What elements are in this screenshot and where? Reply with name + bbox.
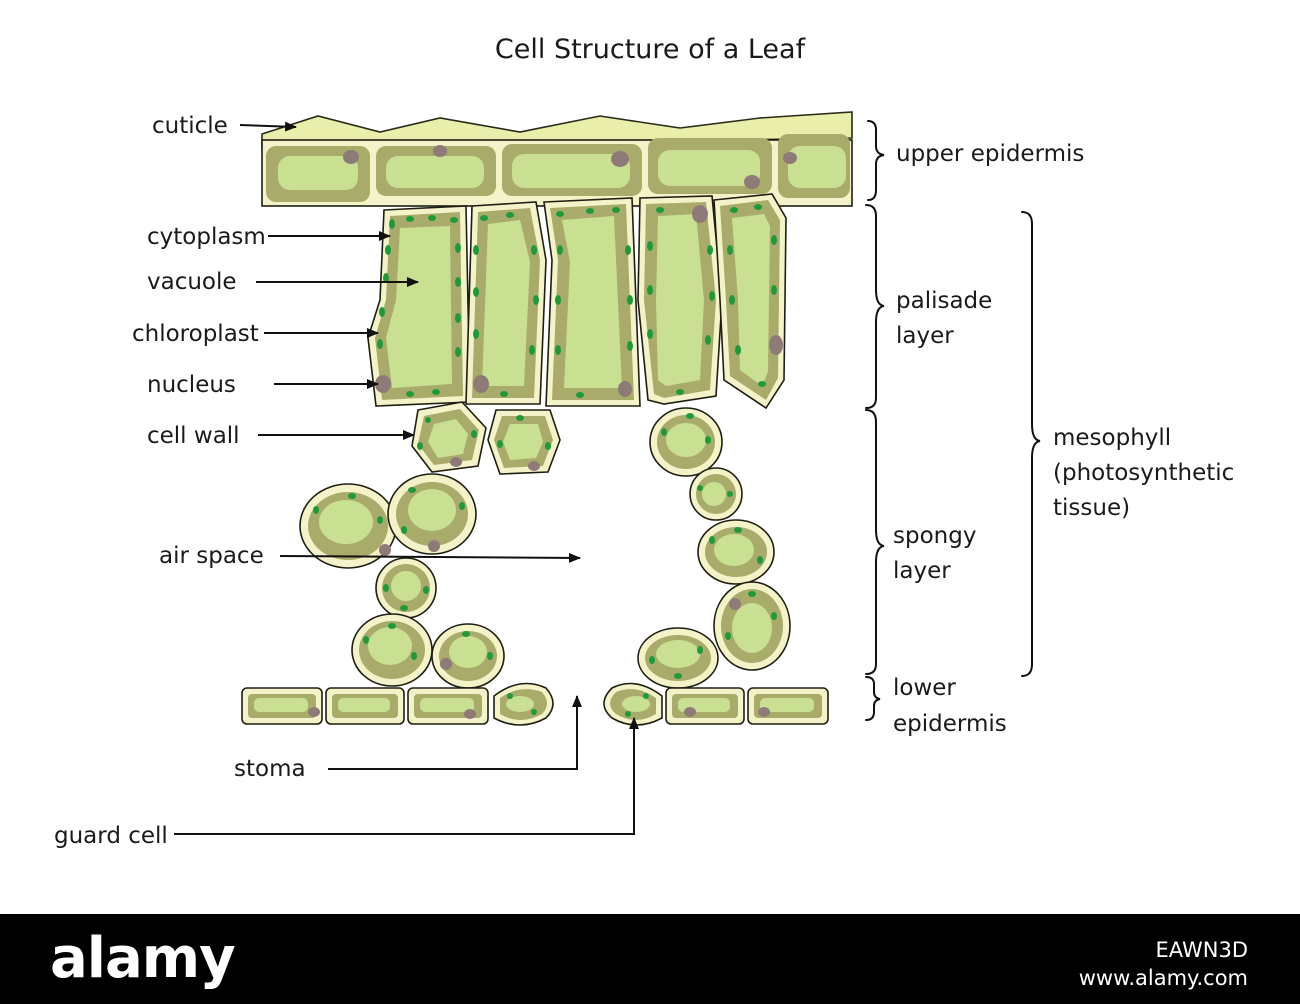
palisade-chloroplasts (377, 204, 777, 398)
guard-cell-left (493, 682, 554, 726)
label-nucleus: nucleus (147, 372, 379, 398)
guard-cell-right (603, 682, 663, 726)
cuticle-arrow (239, 121, 297, 132)
brace-lower-epidermis (865, 676, 881, 721)
upper-epidermis-cells (266, 134, 850, 202)
mesophyll-label-line3: tissue) (1053, 495, 1130, 521)
vacuole-label: vacuole (147, 269, 237, 295)
brace-mesophyll (1021, 211, 1041, 677)
stoma-label: stoma (234, 756, 306, 782)
label-air-space: air space (159, 543, 581, 569)
cuticle-label: cuticle (152, 113, 228, 139)
mesophyll-label-line2: (photosynthetic (1053, 460, 1234, 486)
spongy-chloroplasts (313, 413, 777, 679)
label-cell-wall: cell wall (147, 423, 415, 449)
diagram-title: Cell Structure of a Leaf (495, 34, 807, 65)
brace-upper-epidermis (867, 120, 885, 201)
spongy-label-line2: layer (893, 558, 951, 584)
cytoplasm-label: cytoplasm (147, 224, 266, 250)
lower-epidermis (241, 682, 829, 726)
watermark-footer: alamy EAWN3D www.alamy.com (0, 914, 1300, 1004)
label-cytoplasm: cytoplasm (147, 224, 391, 250)
palisade-label-line2: layer (896, 323, 954, 349)
air-space-label: air space (159, 543, 264, 569)
guard-cell-label: guard cell (54, 823, 168, 849)
spongy-cells (299, 401, 791, 689)
spongy-label-line1: spongy (893, 523, 976, 549)
mesophyll-label-line1: mesophyll (1053, 425, 1171, 451)
label-cuticle: cuticle (152, 113, 297, 139)
air-space-arrow (279, 552, 581, 563)
upper-epidermis (261, 111, 853, 207)
label-vacuole: vacuole (147, 269, 419, 295)
site-url: www.alamy.com (1078, 966, 1248, 990)
alamy-logo: alamy (50, 926, 236, 991)
brace-spongy-layer (865, 409, 885, 675)
cell-wall-label: cell wall (147, 423, 240, 449)
label-stoma: stoma (234, 695, 582, 782)
lower-epidermis-label-line1: lower (893, 675, 956, 701)
label-guard-cell: guard cell (54, 717, 639, 849)
label-chloroplast: chloroplast (132, 321, 379, 347)
chloroplast-label: chloroplast (132, 321, 259, 347)
nucleus-label: nucleus (147, 372, 236, 398)
brace-palisade-layer (865, 204, 885, 409)
image-id: EAWN3D (1155, 938, 1249, 962)
palisade-label-line1: palisade (896, 288, 992, 314)
palisade-cells (367, 193, 787, 410)
lower-epidermis-label-line2: epidermis (893, 711, 1007, 737)
guard-cell-arrow (174, 717, 639, 835)
leaf-cell-diagram: Cell Structure of a Leaf (54, 34, 1234, 849)
stoma-arrow (328, 695, 582, 770)
upper-epidermis-label: upper epidermis (896, 141, 1084, 167)
